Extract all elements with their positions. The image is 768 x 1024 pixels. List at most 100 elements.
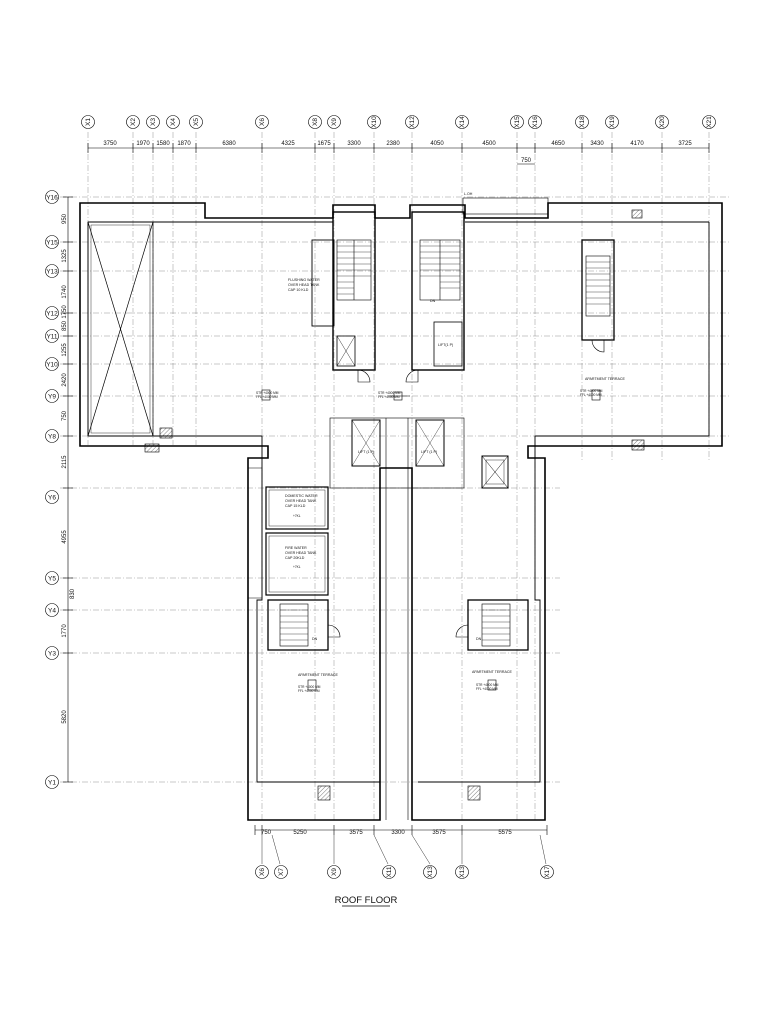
dimension-text: 3430	[590, 141, 604, 147]
grid-label: Y13	[46, 269, 58, 276]
grid-bubble-y11	[45, 329, 59, 343]
grid-label: X18	[579, 116, 586, 128]
grid-label: Y5	[48, 576, 56, 583]
stair-dn-label-sw: DN	[312, 637, 318, 641]
bottom-dimension-line	[254, 825, 548, 865]
central-lifts	[329, 417, 509, 820]
dimension-text: 1325	[62, 249, 68, 263]
grid-label: Y12	[46, 311, 58, 318]
grid-label: X14	[459, 116, 466, 128]
grid-label: X6	[259, 118, 266, 126]
lift-centre-left-label: LIFT (1 P)	[358, 450, 374, 454]
level-mark-west-1: STR +4000 MM	[256, 391, 279, 395]
grid-label: X21	[706, 116, 713, 128]
dimension-text: 3300	[347, 141, 361, 147]
grid-bubble-x17-bottom	[540, 865, 554, 879]
grid-bubble-x12	[405, 115, 419, 129]
top-dimension-texts: 3750 1970 1580 1870 6380 4325 1675 3300 …	[103, 141, 692, 164]
domestic-tank-label-3: CAP 15 KLD	[285, 504, 306, 508]
grid-label: X12	[409, 116, 416, 128]
left-dimension-line	[63, 196, 73, 783]
grid-bubble-x10	[367, 115, 381, 129]
grid-bubble-x14	[455, 115, 469, 129]
grid-bubble-y10	[45, 357, 59, 371]
grid-bubble-x19	[605, 115, 619, 129]
dimension-text: 830	[70, 588, 76, 599]
grid-bubble-y4	[45, 603, 59, 617]
grid-bubble-x6	[255, 115, 269, 129]
level-mark-se-2: FFL +4000 MM	[476, 687, 498, 691]
domestic-tank-level: +7KL	[293, 514, 301, 518]
grid-bubble-y13	[45, 264, 59, 278]
dimension-text: 4170	[630, 141, 644, 147]
dimension-text: 3575	[349, 830, 363, 836]
dimension-text: 4955	[62, 530, 68, 544]
dimension-text: 4050	[430, 141, 444, 147]
grid-label: X15	[514, 116, 521, 128]
dimension-text: 1970	[136, 141, 150, 147]
grid-bubble-y9	[45, 389, 59, 403]
domestic-tank-label-2: OVER HEAD TANK	[285, 499, 317, 503]
dimension-text: 750	[261, 830, 272, 836]
grid-label: X9	[331, 868, 338, 876]
lift-left-label: LIFT(1 P)	[438, 343, 453, 347]
bottom-grid-labels: X6 X7 X9 X11 X13 X13 X17	[259, 866, 551, 878]
grid-bubble-x11-bottom	[382, 865, 396, 879]
dimension-text: 1750	[62, 305, 68, 319]
grid-bubble-x16	[528, 115, 542, 129]
grid-lines	[60, 132, 730, 820]
grid-bubble-x15	[510, 115, 524, 129]
dimension-text: 4650	[551, 141, 565, 147]
grid-label: Y9	[48, 394, 56, 401]
dimension-text: 750	[62, 410, 68, 421]
grid-label: Y6	[48, 495, 56, 502]
grid-label: X7	[278, 868, 285, 876]
grid-bubble-x2	[126, 115, 140, 129]
top-grid-bubbles	[81, 115, 716, 129]
grid-bubble-x1	[81, 115, 95, 129]
grid-label: X10	[371, 116, 378, 128]
top-dimension-line	[87, 143, 710, 165]
grid-label: X2	[130, 118, 137, 126]
left-grid-bubbles	[45, 190, 59, 789]
grid-bubble-x6-bottom	[255, 865, 269, 879]
grid-bubble-y8	[45, 429, 59, 443]
fire-tank-label-1: FIRE WATER	[285, 546, 307, 550]
grid-bubble-x20	[655, 115, 669, 129]
grid-bubble-x5	[189, 115, 203, 129]
grid-bubble-x3	[146, 115, 160, 129]
dimension-text: 1255	[62, 343, 68, 357]
level-mark-east-1: STR +4000 MM	[580, 389, 603, 393]
dimension-text: 5250	[293, 830, 307, 836]
open-shaft-left	[87, 221, 154, 437]
dimension-text: 750	[521, 158, 532, 164]
dimension-text: 850	[62, 320, 68, 331]
dimension-text: 4325	[281, 141, 295, 147]
dimension-text: 3300	[391, 830, 405, 836]
grid-label: X20	[659, 116, 666, 128]
stair-dn-label: DN	[430, 299, 436, 303]
dimension-text: 3725	[678, 141, 692, 147]
grid-bubble-x18	[575, 115, 589, 129]
level-mark-centre-2: FFL +4000 MM	[378, 395, 400, 399]
core-left	[311, 211, 376, 371]
grid-bubble-y12	[45, 306, 59, 320]
terrace-east-label: APARTMENT TERRACE	[585, 377, 625, 381]
dimension-text: 3575	[432, 830, 446, 836]
dimension-text: 1580	[156, 141, 170, 147]
grid-label: Y3	[48, 651, 56, 658]
dimension-text: 3750	[103, 141, 117, 147]
fixtures	[144, 209, 645, 801]
grid-label: X4	[170, 118, 177, 126]
grid-bubble-x9-bottom	[327, 865, 341, 879]
dimension-text: 1770	[62, 624, 68, 638]
level-mark-centre-1: STR +4000 MM	[378, 391, 401, 395]
grid-label: Y16	[46, 195, 58, 202]
dimension-text: 1675	[317, 141, 331, 147]
dimension-text: 6380	[222, 141, 236, 147]
level-mark-sw-1: STR +4000 MM	[298, 685, 321, 689]
terrace-sw-label: APARTMENT TERRACE	[298, 673, 338, 677]
grid-label: X3	[150, 118, 157, 126]
grid-label: Y1	[48, 780, 56, 787]
grid-bubble-y6	[45, 490, 59, 504]
